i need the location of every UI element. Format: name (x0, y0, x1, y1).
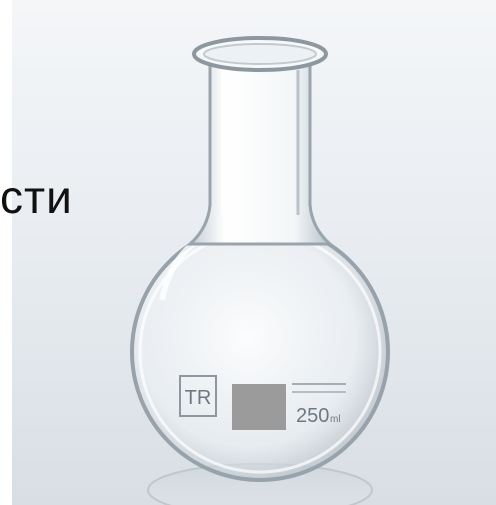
flask-bulb (130, 222, 390, 482)
caption-text: сти (0, 171, 73, 223)
flask-logo-text: TR (185, 387, 212, 409)
flask-label-square (232, 384, 286, 430)
flask-photo: TR 250 ml (12, 0, 496, 505)
flask-volume-unit: ml (330, 414, 341, 425)
flask-neck (186, 58, 334, 246)
flask-volume-marking: 250 ml (292, 383, 346, 427)
flask-volume-text: 250 (296, 405, 329, 427)
round-bottom-flask: TR 250 ml (130, 36, 390, 505)
flask-logo: TR (179, 375, 217, 417)
